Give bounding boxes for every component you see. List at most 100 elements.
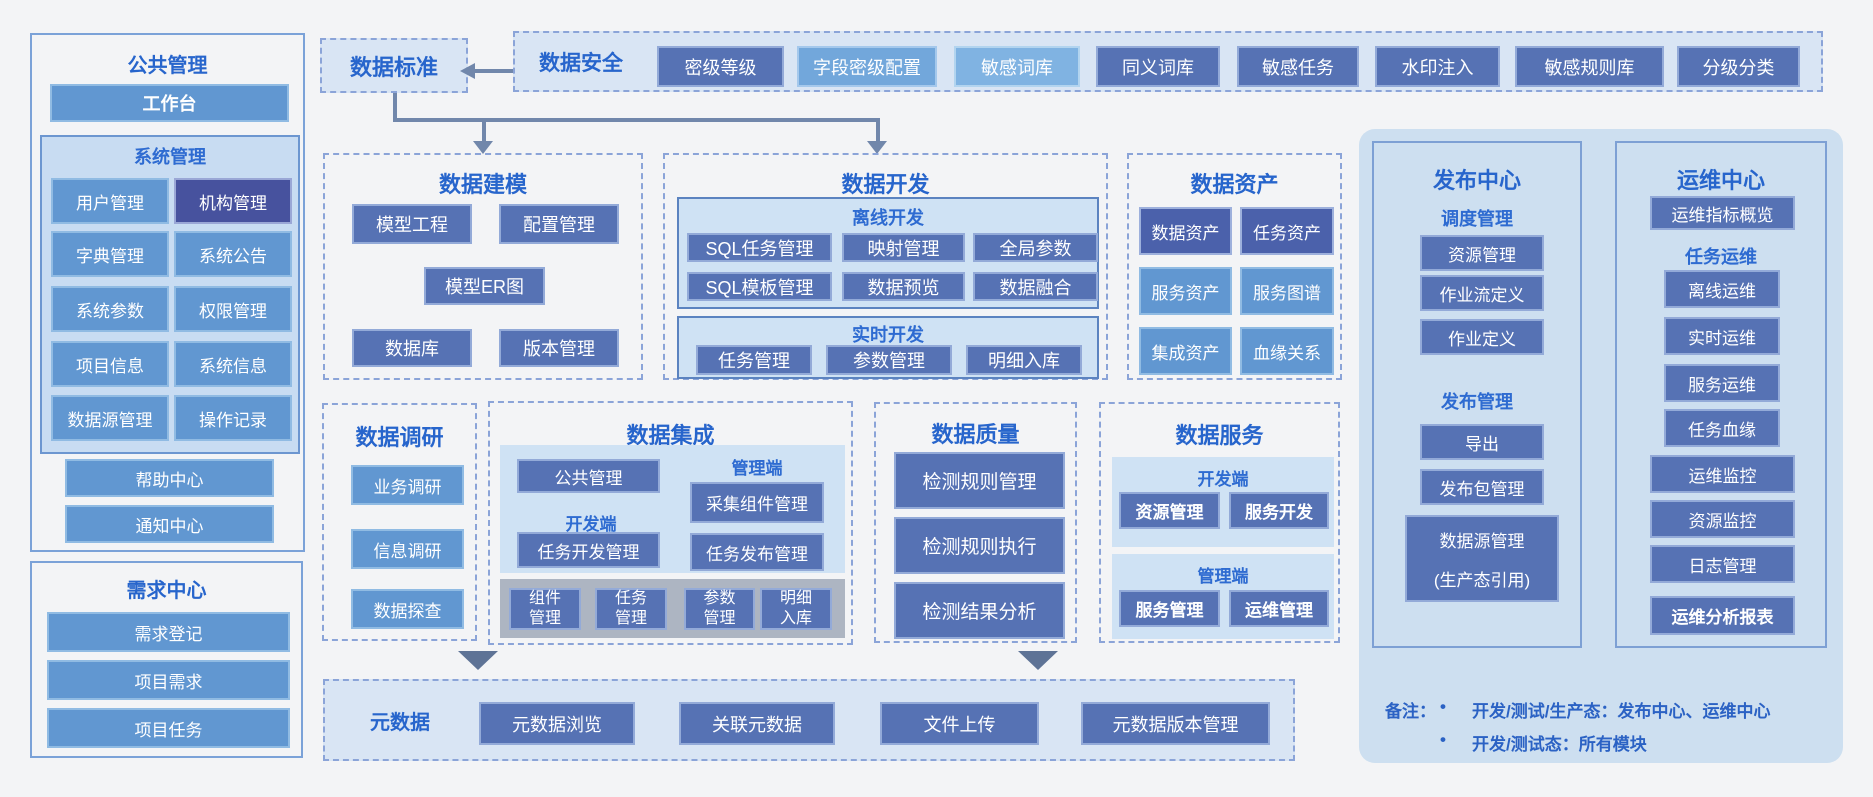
- release-item-package-mgmt[interactable]: 发布包管理: [1420, 469, 1544, 505]
- modeling-item-er-diagram[interactable]: 模型ER图: [424, 267, 545, 305]
- quality-item-rule-management[interactable]: 检测规则管理: [894, 452, 1065, 509]
- security-item-sensitive-lexicon[interactable]: 敏感词库: [954, 46, 1080, 87]
- menu-item-project-task[interactable]: 项目任务: [47, 708, 290, 748]
- workbench-button[interactable]: 工作台: [50, 84, 289, 122]
- research-item-exploration[interactable]: 数据探查: [351, 589, 464, 629]
- datasource-line2: (生产态引用): [1433, 570, 1531, 590]
- security-item-sensitive-rules[interactable]: 敏感规则库: [1515, 46, 1664, 87]
- release-item-job-def[interactable]: 作业定义: [1420, 319, 1544, 355]
- asset-item-integration-assets[interactable]: 集成资产: [1139, 327, 1232, 375]
- subpanel-realtime-development: 实时开发 任务管理 参数管理 明细入库: [677, 316, 1099, 379]
- metadata-item-version-mgmt[interactable]: 元数据版本管理: [1081, 702, 1270, 745]
- ops-item-ops-monitor[interactable]: 运维监控: [1650, 455, 1795, 493]
- note-line2: 开发/测试态：所有模块: [1472, 735, 1647, 754]
- security-item-watermark[interactable]: 水印注入: [1375, 46, 1500, 87]
- menu-item-dictionary[interactable]: 字典管理: [51, 231, 169, 277]
- realtime-item-task[interactable]: 任务管理: [696, 345, 812, 375]
- strip-item-component-mgmt[interactable]: 组件管理: [509, 588, 581, 630]
- offline-item-mapping[interactable]: 映射管理: [842, 233, 965, 262]
- panel-title: 数据安全: [539, 51, 623, 75]
- quality-item-rule-execution[interactable]: 检测规则执行: [894, 517, 1065, 574]
- panel-title: 数据服务: [1175, 423, 1264, 448]
- release-item-resource-mgmt[interactable]: 资源管理: [1420, 235, 1544, 271]
- panel-title: 公共管理: [127, 55, 208, 77]
- offline-item-data-preview[interactable]: 数据预览: [842, 272, 965, 301]
- metadata-item-file-upload[interactable]: 文件上传: [880, 702, 1039, 745]
- services-dev-label: 开发端: [1197, 470, 1249, 489]
- release-item-datasource-mgmt[interactable]: 数据源管理 (生产态引用): [1405, 515, 1559, 602]
- modeling-item-version-management[interactable]: 版本管理: [499, 329, 619, 367]
- ops-item-realtime-ops[interactable]: 实时运维: [1664, 317, 1780, 355]
- services-item-ops-mgmt[interactable]: 运维管理: [1229, 590, 1329, 627]
- menu-item-project-demand[interactable]: 项目需求: [47, 660, 290, 700]
- notify-center-button[interactable]: 通知中心: [65, 505, 274, 543]
- integration-item-collect-component[interactable]: 采集组件管理: [690, 482, 824, 523]
- menu-item-permissions[interactable]: 权限管理: [174, 286, 292, 332]
- offline-item-data-fusion[interactable]: 数据融合: [973, 272, 1098, 301]
- integration-item-task-publish[interactable]: 任务发布管理: [690, 533, 824, 571]
- menu-item-operation-log[interactable]: 操作记录: [174, 395, 292, 441]
- asset-item-data-assets[interactable]: 数据资产: [1139, 207, 1232, 255]
- modeling-item-database[interactable]: 数据库: [352, 329, 472, 367]
- ops-item-offline-ops[interactable]: 离线运维: [1664, 270, 1780, 308]
- ops-item-log-mgmt[interactable]: 日志管理: [1650, 545, 1795, 583]
- services-item-resource-mgmt[interactable]: 资源管理: [1119, 492, 1220, 529]
- release-item-workflow-def[interactable]: 作业流定义: [1420, 275, 1544, 311]
- release-item-export[interactable]: 导出: [1420, 424, 1544, 460]
- ops-item-service-ops[interactable]: 服务运维: [1664, 364, 1780, 402]
- security-item-secret-level[interactable]: 密级等级: [657, 46, 784, 87]
- services-item-service-dev[interactable]: 服务开发: [1229, 492, 1329, 529]
- security-item-field-secret-config[interactable]: 字段密级配置: [797, 46, 937, 87]
- arrowhead-left-icon: [460, 63, 475, 79]
- asset-item-lineage[interactable]: 血缘关系: [1240, 327, 1334, 375]
- realtime-item-detail-store[interactable]: 明细入库: [966, 345, 1082, 375]
- modeling-item-config-management[interactable]: 配置管理: [499, 204, 619, 244]
- services-item-service-mgmt[interactable]: 服务管理: [1119, 590, 1220, 627]
- arrowhead-down-icon: [867, 141, 887, 154]
- ops-item-resource-monitor[interactable]: 资源监控: [1650, 500, 1795, 538]
- strip-item-param-mgmt[interactable]: 参数管理: [684, 588, 755, 630]
- asset-item-service-graph[interactable]: 服务图谱: [1240, 267, 1334, 315]
- integration-inner-box: 公共管理 管理端 采集组件管理 开发端 任务开发管理 任务发布管理: [500, 445, 845, 573]
- panel-title: 数据资产: [1190, 172, 1279, 197]
- ops-item-analysis-report[interactable]: 运维分析报表: [1650, 596, 1795, 635]
- panel-release-center: 发布中心 调度管理 资源管理 作业流定义 作业定义 发布管理 导出 发布包管理 …: [1372, 141, 1582, 648]
- offline-item-global-params[interactable]: 全局参数: [973, 233, 1098, 262]
- menu-item-system-info[interactable]: 系统信息: [174, 341, 292, 387]
- panel-title: 数据集成: [626, 423, 715, 448]
- security-item-sensitive-task[interactable]: 敏感任务: [1237, 46, 1359, 87]
- strip-item-task-mgmt[interactable]: 任务管理: [595, 588, 667, 630]
- menu-item-system-params[interactable]: 系统参数: [51, 286, 169, 332]
- modeling-item-model-project[interactable]: 模型工程: [352, 204, 472, 244]
- help-center-button[interactable]: 帮助中心: [65, 459, 274, 497]
- ops-item-metrics-overview[interactable]: 运维指标概览: [1650, 196, 1795, 230]
- realtime-item-params[interactable]: 参数管理: [826, 345, 952, 375]
- connector-drop-development: [876, 122, 880, 142]
- panel-metadata: 元数据 元数据浏览 关联元数据 文件上传 元数据版本管理: [323, 679, 1295, 761]
- asset-item-task-assets[interactable]: 任务资产: [1240, 207, 1334, 255]
- integration-item-task-development[interactable]: 任务开发管理: [517, 532, 660, 568]
- offline-item-sql-template[interactable]: SQL模板管理: [687, 272, 832, 301]
- menu-item-user-management[interactable]: 用户管理: [51, 178, 169, 224]
- note-line1: 开发/测试/生产态：发布中心、运维中心: [1472, 702, 1771, 721]
- arrowhead-down-icon: [473, 141, 493, 154]
- menu-item-demand-register[interactable]: 需求登记: [47, 612, 290, 652]
- panel-title: 数据调研: [355, 425, 444, 450]
- security-item-synonym-lexicon[interactable]: 同义词库: [1096, 46, 1220, 87]
- menu-item-project-info[interactable]: 项目信息: [51, 341, 169, 387]
- asset-item-service-assets[interactable]: 服务资产: [1139, 267, 1232, 315]
- ops-item-task-lineage[interactable]: 任务血缘: [1664, 409, 1780, 447]
- strip-item-detail-store[interactable]: 明细入库: [760, 588, 832, 630]
- integration-item-public-management[interactable]: 公共管理: [517, 459, 660, 493]
- security-item-classification[interactable]: 分级分类: [1677, 46, 1800, 87]
- research-item-information[interactable]: 信息调研: [351, 529, 464, 569]
- research-item-business[interactable]: 业务调研: [351, 465, 464, 505]
- metadata-item-browse[interactable]: 元数据浏览: [479, 702, 635, 745]
- connector-standard-down: [393, 93, 397, 122]
- offline-item-sql-task[interactable]: SQL任务管理: [687, 233, 832, 262]
- metadata-item-related[interactable]: 关联元数据: [679, 702, 835, 745]
- menu-item-announcement[interactable]: 系统公告: [174, 231, 292, 277]
- menu-item-datasource[interactable]: 数据源管理: [51, 395, 169, 441]
- quality-item-result-analysis[interactable]: 检测结果分析: [894, 582, 1065, 639]
- menu-item-org-management[interactable]: 机构管理: [174, 178, 292, 224]
